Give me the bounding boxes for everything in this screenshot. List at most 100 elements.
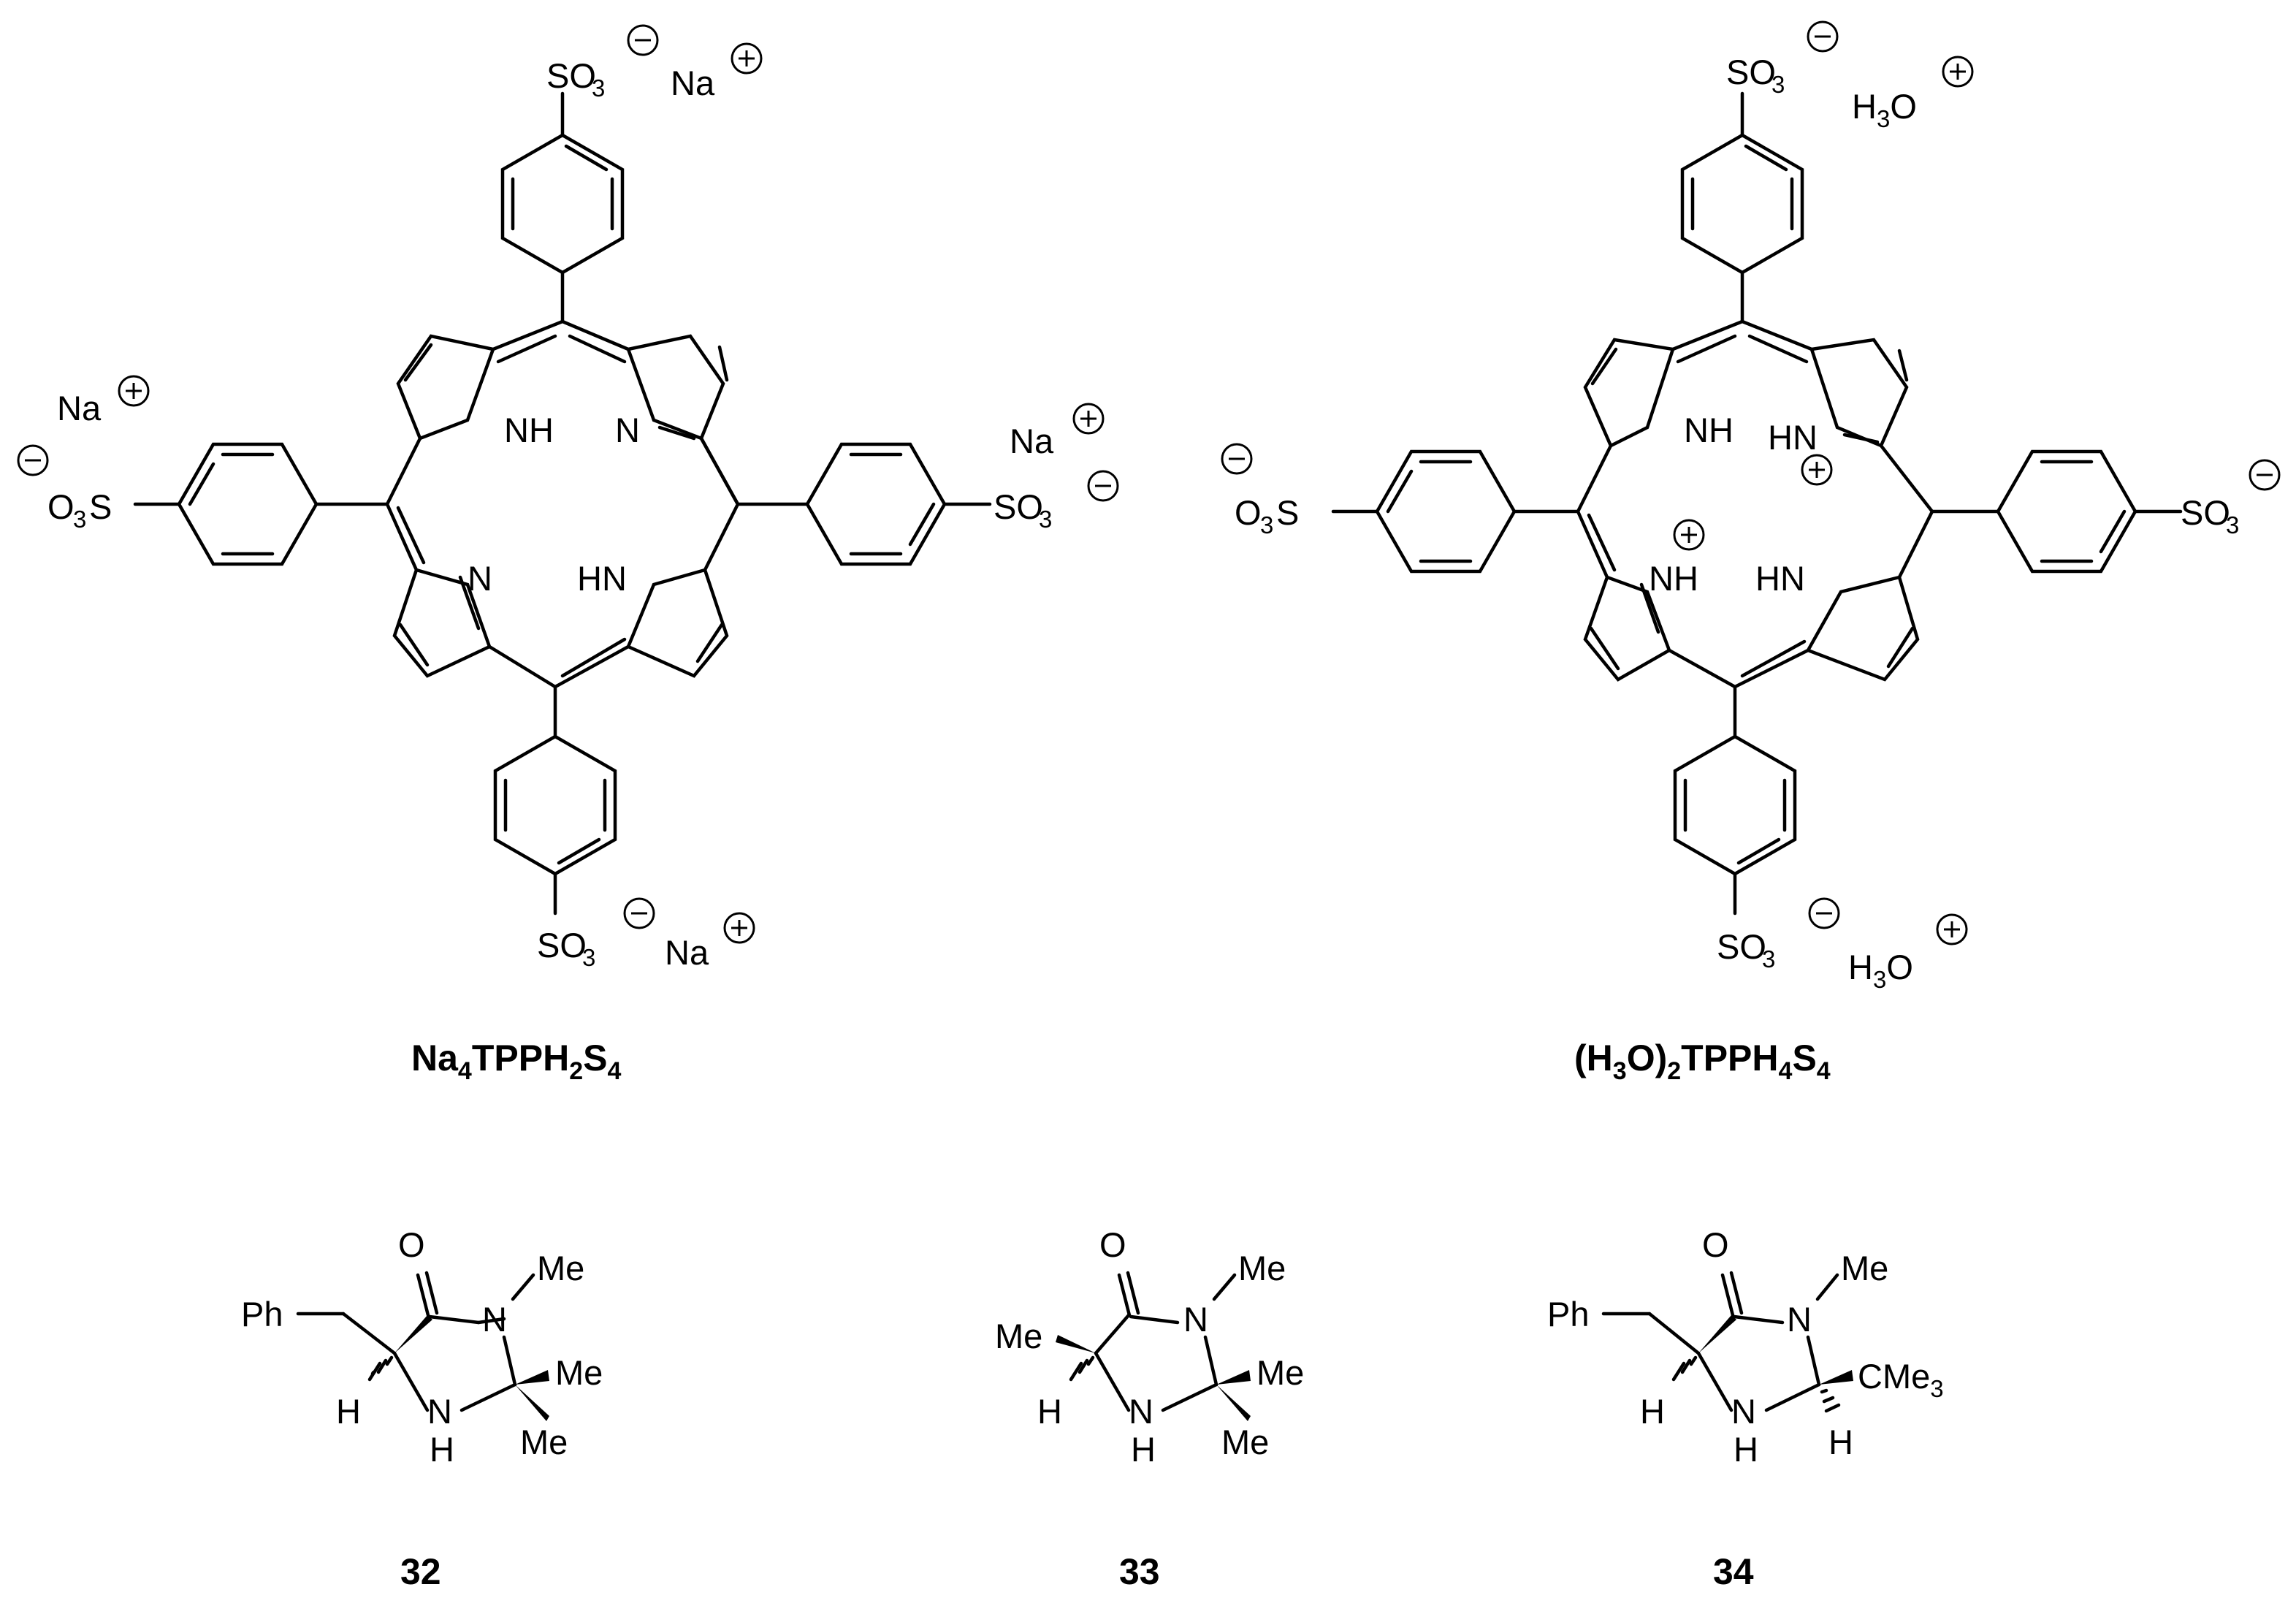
minus-charge-icon [1087, 470, 1119, 502]
so3-bottom-sub: 3 [1762, 945, 1775, 973]
c34-h2: H [1828, 1423, 1853, 1461]
c34-ph: Ph [1547, 1295, 1590, 1333]
left-phenyl-ring [133, 442, 389, 566]
nh-top-left: NH [504, 411, 554, 449]
minus-charge-icon [1807, 20, 1839, 53]
c32-ph: Ph [241, 1295, 283, 1333]
plus-charge-icon [1936, 913, 1968, 945]
c34-n-me: N [1787, 1300, 1812, 1339]
c32-nh-h: H [430, 1430, 454, 1469]
minus-charge-icon [17, 444, 49, 476]
c32-me-b: Me [520, 1423, 568, 1461]
compound-33-structure [1056, 1271, 1251, 1421]
right-phenyl-ring [1930, 449, 2183, 574]
so3-left-s: S [89, 487, 112, 526]
so3-bottom: SO [1717, 927, 1766, 966]
hash-wedge [367, 1355, 394, 1382]
plus-charge-icon [723, 912, 755, 944]
so3-bottom-sub: 3 [582, 944, 595, 971]
hn-bottom-right: HN [577, 559, 627, 598]
c34-h: H [1640, 1392, 1665, 1431]
so3-top: SO [1726, 53, 1776, 91]
hn-top-right: HN [1768, 418, 1818, 457]
hash-wedge [1671, 1355, 1698, 1382]
so3-right-sub: 3 [2226, 511, 2239, 538]
so3-left-o: O [1235, 493, 1262, 532]
na-right: Na [1010, 422, 1054, 460]
c33-nh-n: N [1129, 1392, 1153, 1431]
h3o-top: H3O [1852, 87, 1917, 132]
minus-charge-icon [1808, 897, 1840, 929]
so3-right-sub: 3 [1039, 506, 1052, 533]
minus-charge-icon [623, 897, 655, 929]
hash-wedge [1069, 1355, 1095, 1382]
c32-n-me: N [482, 1300, 507, 1339]
h3o-bottom: H3O [1848, 948, 1913, 993]
compound-34-structure [1601, 1271, 1853, 1413]
top-phenyl-ring [500, 91, 625, 324]
compound-33-label: 33 [1119, 1551, 1160, 1592]
na-top: Na [671, 64, 715, 102]
na-bottom: Na [665, 933, 709, 972]
so3-left-sub: 3 [1260, 511, 1273, 538]
bottom-phenyl-ring [493, 685, 617, 916]
nh-top-left: NH [1684, 411, 1734, 449]
c34-o: O [1702, 1225, 1729, 1264]
porphyrin-core [1576, 319, 1934, 689]
so3-left-sub: 3 [73, 506, 86, 533]
so3-top-sub: 3 [592, 75, 605, 102]
right-phenyl-ring [736, 442, 992, 566]
c33-o: O [1099, 1225, 1126, 1264]
plus-charge-icon [118, 375, 150, 407]
c34-cme3: CMe3 [1858, 1357, 1944, 1402]
so3-top: SO [546, 56, 596, 95]
c33-nh-h: H [1131, 1430, 1156, 1469]
porphyrin-core-left [385, 319, 740, 689]
c33-me-a: Me [1256, 1353, 1304, 1392]
bottom-phenyl-ring [1673, 685, 1797, 916]
top-phenyl-ring [1680, 91, 1804, 324]
so3-right: SO [2181, 493, 2230, 532]
so3-bottom: SO [537, 926, 587, 964]
hn-bottom-right: HN [1755, 559, 1805, 598]
plus-charge-icon [731, 42, 763, 75]
h3o2tpph4s4-label: (H3O)2TPPH4S4 [1574, 1038, 1831, 1085]
c34-nh-h: H [1734, 1430, 1758, 1469]
so3-right: SO [993, 487, 1043, 526]
nh-bottom-left: NH [1649, 559, 1698, 598]
plus-charge-icon [1072, 403, 1105, 435]
c33-n-me: N [1183, 1300, 1208, 1339]
c32-me-a: Me [555, 1353, 603, 1392]
plus-charge-icon [1673, 519, 1705, 551]
c32-nh-n: N [427, 1392, 452, 1431]
h3o2tpph4s4-structure [1331, 91, 2183, 916]
compound-32-label: 32 [400, 1551, 441, 1592]
c33-me-n: Me [1238, 1249, 1286, 1287]
na-left: Na [57, 389, 102, 427]
so3-top-sub: 3 [1771, 71, 1785, 98]
c33-me-left: Me [995, 1317, 1042, 1355]
c32-me-n: Me [537, 1249, 584, 1287]
na4tpph2s4-structure [133, 91, 992, 916]
c34-nh-n: N [1731, 1392, 1756, 1431]
so3-left-o: O [47, 487, 75, 526]
plus-charge-icon [1942, 56, 1974, 88]
c32-o: O [398, 1225, 425, 1264]
left-phenyl-ring [1331, 449, 1580, 574]
minus-charge-icon [1221, 443, 1253, 475]
so3-left-s: S [1276, 493, 1299, 532]
c33-h: H [1037, 1392, 1062, 1431]
minus-charge-icon [627, 24, 659, 56]
c34-me-n: Me [1841, 1249, 1888, 1287]
compound-34-label: 34 [1713, 1551, 1754, 1592]
minus-charge-icon [2249, 459, 2281, 491]
plus-charge-icon [1801, 454, 1833, 486]
hash-wedge [1820, 1388, 1841, 1413]
c32-h: H [336, 1392, 361, 1431]
compound-32-structure [296, 1271, 549, 1421]
c33-me-b: Me [1221, 1423, 1269, 1461]
na4tpph2s4-label: Na4TPPH2S4 [411, 1038, 621, 1085]
n-bottom-left: N [468, 559, 492, 598]
n-top-right: N [615, 411, 640, 449]
